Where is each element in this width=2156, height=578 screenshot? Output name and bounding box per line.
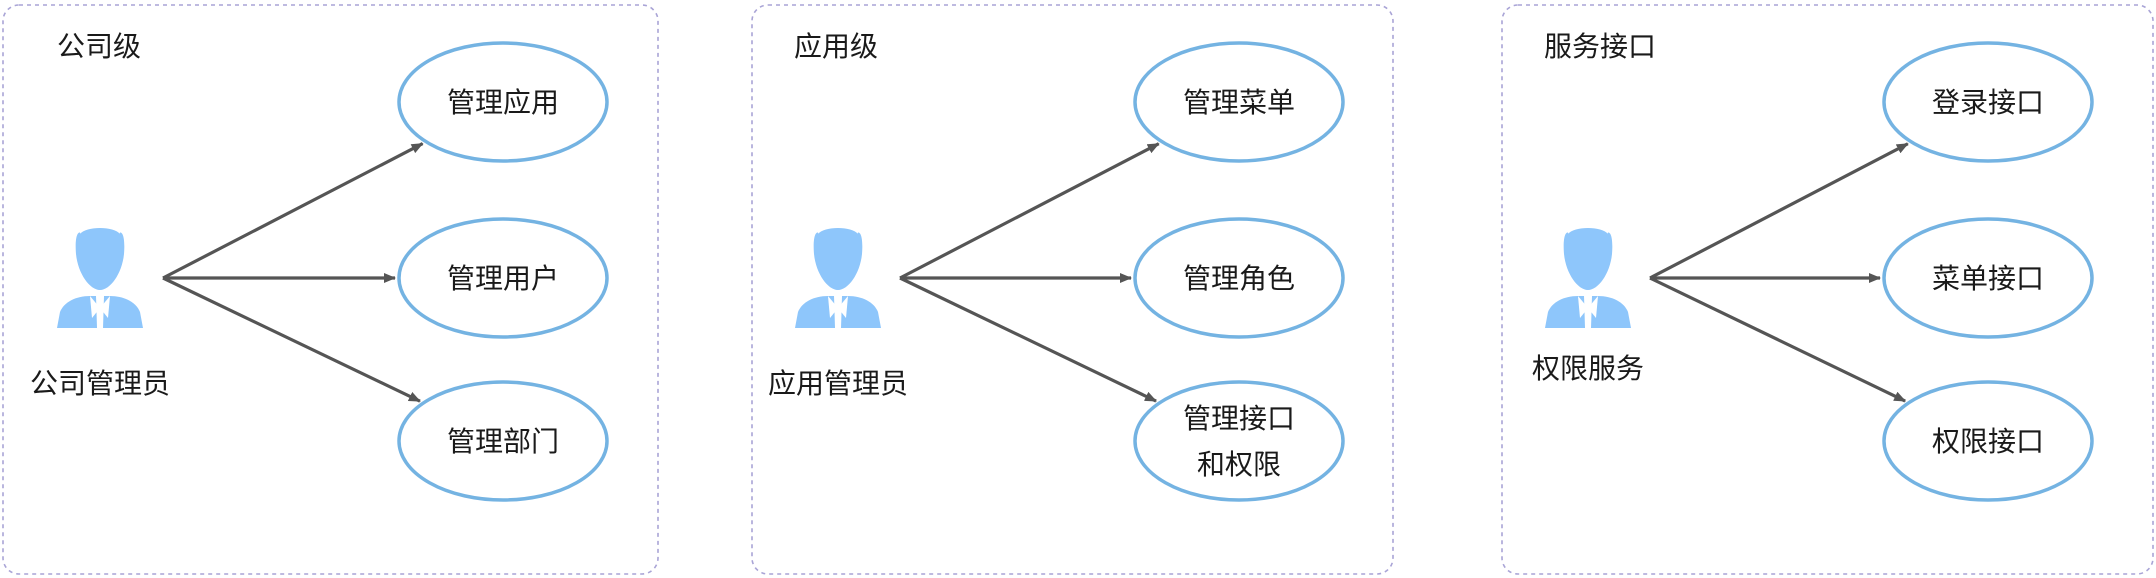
use-case-node: 菜单接口 xyxy=(1882,217,2094,339)
use-case-label: 管理应用 xyxy=(447,86,559,119)
arrow xyxy=(1649,142,1909,280)
use-case-ellipse xyxy=(1882,41,2094,163)
use-case-label: 管理角色 xyxy=(1183,262,1295,295)
use-case-ellipse xyxy=(397,217,609,339)
use-case-label: 管理部门 xyxy=(447,425,559,458)
use-case-ellipse xyxy=(1133,380,1345,502)
user-icon xyxy=(57,228,143,328)
panel-title: 服务接口 xyxy=(1544,30,1656,63)
actor-label: 应用管理员 xyxy=(768,367,908,400)
arrow xyxy=(899,276,1157,403)
use-case-node: 管理用户 xyxy=(397,217,609,339)
panel-title: 公司级 xyxy=(57,30,141,63)
use-case-ellipse xyxy=(1133,41,1345,163)
arrow xyxy=(162,276,421,403)
user-icon xyxy=(795,228,881,328)
use-case-ellipse xyxy=(1882,380,2094,502)
panel-border xyxy=(1501,4,2154,575)
panel-title: 应用级 xyxy=(794,30,878,63)
use-case-label: 和权限 xyxy=(1197,448,1281,481)
arrow xyxy=(1649,276,1907,403)
use-case-label: 菜单接口 xyxy=(1932,262,2044,295)
use-case-ellipse xyxy=(397,41,609,163)
arrow xyxy=(899,142,1160,280)
use-case-node: 登录接口 xyxy=(1882,41,2094,163)
use-case-node: 权限接口 xyxy=(1882,380,2094,502)
use-case-label: 管理接口 xyxy=(1183,402,1295,435)
actor-label: 权限服务 xyxy=(1532,352,1644,385)
panel-border xyxy=(2,4,659,575)
use-case-ellipse xyxy=(1882,217,2094,339)
user-icon xyxy=(1545,228,1631,328)
use-case-node: 管理角色 xyxy=(1133,217,1345,339)
use-case-ellipse xyxy=(397,380,609,502)
use-case-label: 管理用户 xyxy=(447,262,559,295)
actor-label: 公司管理员 xyxy=(30,367,170,400)
use-case-label: 登录接口 xyxy=(1932,86,2044,119)
use-case-ellipse xyxy=(1133,217,1345,339)
arrow xyxy=(162,142,424,280)
panel-border xyxy=(751,4,1394,575)
use-case-node: 管理应用 xyxy=(397,41,609,163)
use-case-label: 权限接口 xyxy=(1932,425,2044,458)
use-case-node: 管理部门 xyxy=(397,380,609,502)
use-case-node: 管理菜单 xyxy=(1133,41,1345,163)
use-case-label: 管理菜单 xyxy=(1183,86,1295,119)
